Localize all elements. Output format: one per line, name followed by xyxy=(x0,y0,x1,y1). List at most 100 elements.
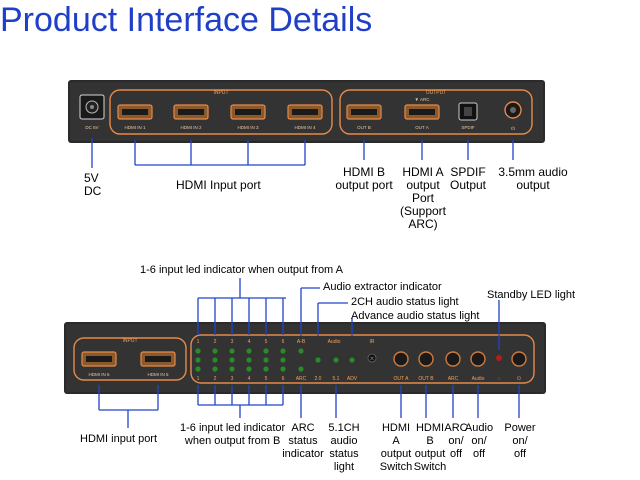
hdmi-input-bottom-callout: HDMI input port xyxy=(80,433,158,445)
top-input-group-label: INPUT xyxy=(214,90,229,96)
out-a-port: ▼ ARC OUT A xyxy=(404,97,440,130)
power-icon: ⏻ xyxy=(517,376,521,382)
ir-label: IR xyxy=(370,339,375,345)
led-top-number: 3 xyxy=(231,339,234,345)
led-bottom-number: 2 xyxy=(214,376,217,382)
audio-onoff-callout: Audio on/ off xyxy=(464,422,494,460)
out-a-button-label: OUT A xyxy=(394,376,410,382)
svg-text:✕: ✕ xyxy=(369,356,374,363)
input-led-b-callout: 1-6 input led indicator when output from… xyxy=(180,422,286,447)
led-top-number: 4 xyxy=(248,339,251,345)
out-a-switch-button[interactable]: OUT A xyxy=(393,351,410,382)
headphone-icon: ☊ xyxy=(511,126,516,131)
arc-bottom-label: ARC xyxy=(296,376,307,382)
ch2-status-callout: 2CH audio status light xyxy=(351,296,459,308)
led-top-numbers: 1 2 3 4 5 6 xyxy=(197,339,285,345)
led-top-number: 2 xyxy=(214,339,217,345)
audio-button-label: Audio xyxy=(472,376,485,382)
hdmi-a-switch-callout: HDMI A output Switch xyxy=(379,422,413,473)
status-led xyxy=(333,357,339,363)
input-led xyxy=(263,348,269,354)
led-bottom-number: 5 xyxy=(265,376,268,382)
dc-power-jack: DC 5V xyxy=(79,94,105,130)
arc-marker-label: ▼ ARC xyxy=(415,97,431,102)
input-led xyxy=(229,366,235,372)
advance-status-callout: Advance audio status light xyxy=(351,310,480,322)
hdmi-in-4-label: HDMI IN 4 xyxy=(294,125,315,130)
out-b-switch-button[interactable]: OUT B xyxy=(418,351,434,382)
top-callout-lines xyxy=(91,138,514,168)
hdmi-input-callout: HDMI Input port xyxy=(176,178,261,192)
arc-onoff-callout: ARC on/ off xyxy=(444,422,468,460)
hdmi-b-output-callout: HDMI B output port xyxy=(335,165,393,192)
audio-extractor-callout: Audio extractor indicator xyxy=(323,281,442,293)
page-title: Product Interface Details xyxy=(0,1,373,39)
hdmi-in-3-port: HDMI IN 3 xyxy=(230,104,266,130)
led-top-number: 5 xyxy=(265,339,268,345)
ab-label: A-B xyxy=(297,339,306,345)
led-top-number: 6 xyxy=(282,339,285,345)
standby-led: ◌ xyxy=(496,355,502,382)
spdif-label: SPDIF xyxy=(461,125,475,130)
status-led xyxy=(315,357,321,363)
out-a-label: OUT A xyxy=(415,125,428,130)
status-led xyxy=(298,366,304,372)
input-led xyxy=(246,366,252,372)
audio-toggle-button[interactable]: Audio xyxy=(470,351,486,382)
hdmi-in-2-port: HDMI IN 2 xyxy=(173,104,209,130)
standby-icon: ◌ xyxy=(498,376,501,382)
power-button[interactable]: ⏻ xyxy=(511,351,527,382)
hdmi-in-6-port: HDMI IN 6 xyxy=(81,351,117,377)
top-input-frame: INPUT xyxy=(109,89,333,135)
adv-bottom-label: ADV xyxy=(347,376,358,382)
hdmi-a-output-callout: HDMI A output Port (Support ARC) xyxy=(399,165,447,231)
led-bottom-number: 1 xyxy=(197,376,200,382)
hdmi-in-1-port: HDMI IN 1 xyxy=(117,104,153,130)
input-led xyxy=(195,348,201,354)
dc-panel-label: DC 5V xyxy=(85,125,98,130)
arc-toggle-button[interactable]: ARC xyxy=(445,351,461,382)
bottom-input-frame xyxy=(73,337,187,381)
input-led xyxy=(212,348,218,354)
led-frame xyxy=(190,334,535,384)
input-led xyxy=(195,366,201,372)
input-led-a-callout: 1-6 input led indicator when output from… xyxy=(140,264,344,276)
led-bottom-number: 3 xyxy=(231,376,234,382)
hdmi-b-switch-callout: HDMI B output Switch xyxy=(413,422,447,473)
input-led xyxy=(246,348,252,354)
input-led xyxy=(280,366,286,372)
arc-button-label: ARC xyxy=(448,376,459,382)
top-output-group-label: OUTPUT xyxy=(426,90,447,96)
top-device-panel: DC 5V INPUT HDMI IN 1 HDMI IN 2 HDMI IN … xyxy=(68,80,545,143)
led-bottom-number: 4 xyxy=(248,376,251,382)
input-led xyxy=(246,357,252,363)
out-b-label: OUT B xyxy=(357,125,371,130)
arc-status-callout: ARC status indicator xyxy=(282,422,324,460)
dc-callout: 5V DC xyxy=(84,171,102,198)
top-output-frame: OUTPUT xyxy=(339,89,533,135)
hdmi-in-6-label: HDMI IN 6 xyxy=(88,372,109,377)
hdmi-in-5-port: HDMI IN 5 xyxy=(140,351,176,377)
input-led xyxy=(263,357,269,363)
ir-sensor: ✕ xyxy=(367,353,377,363)
input-led xyxy=(229,357,235,363)
hdmi-in-5-label: HDMI IN 5 xyxy=(147,372,168,377)
hdmi-in-2-label: HDMI IN 2 xyxy=(180,125,201,130)
ch51-status-callout: 5.1CH audio status light xyxy=(328,422,360,473)
ch51-bottom-label: 5.1 xyxy=(333,376,340,382)
audio-jack-port: ☊ xyxy=(504,101,522,131)
input-led xyxy=(229,348,235,354)
out-b-button-label: OUT B xyxy=(418,376,434,382)
power-onoff-callout: Power on/ off xyxy=(504,422,536,460)
audio-output-callout: 3.5mm audio output xyxy=(498,165,568,192)
led-grid xyxy=(195,348,355,372)
led-top-number: 1 xyxy=(197,339,200,345)
input-led xyxy=(263,366,269,372)
input-led xyxy=(195,357,201,363)
input-led xyxy=(212,357,218,363)
standby-led-callout: Standby LED light xyxy=(487,289,576,301)
spdif-output-callout: SPDIF Output xyxy=(449,165,487,192)
